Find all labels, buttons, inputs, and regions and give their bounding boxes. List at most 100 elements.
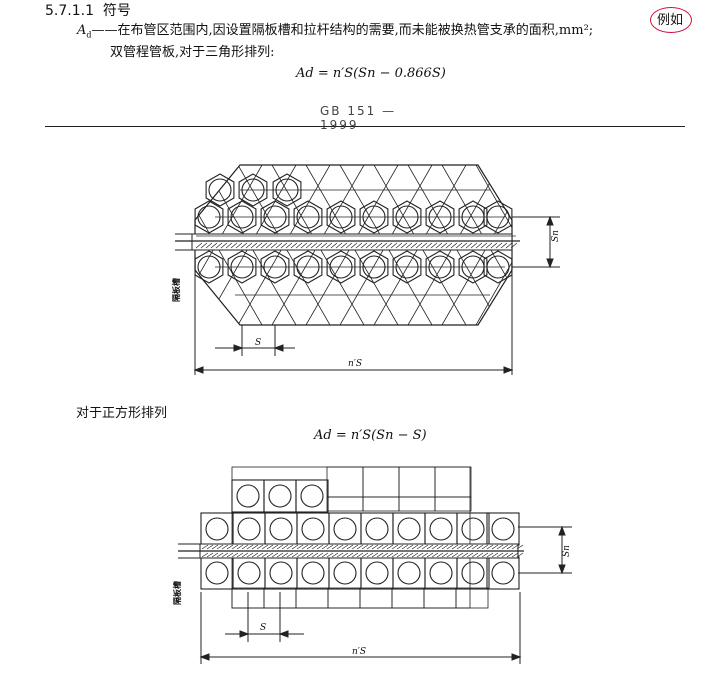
hatch-line [496, 544, 504, 550]
grid-cell [295, 587, 329, 609]
tube-hex [227, 200, 257, 234]
hatch-line [350, 242, 358, 249]
hatch-line [451, 552, 459, 558]
hatch-line [221, 552, 229, 558]
hatch-line [316, 544, 324, 550]
hatch-line [246, 544, 254, 550]
hatch-line [266, 552, 274, 558]
tube-circle [329, 205, 353, 229]
hatch-line [441, 552, 449, 558]
hatch-line [331, 544, 339, 550]
square-label-sn: Sn [562, 545, 572, 557]
tube-hex [293, 200, 323, 234]
hatch-line [281, 552, 289, 558]
hatch-line [275, 242, 283, 249]
hatch-line [450, 242, 458, 249]
hatch-line [361, 544, 369, 550]
hatch-line [401, 552, 409, 558]
hatch-line [206, 544, 214, 550]
section-title: 符号 [102, 3, 131, 19]
hatch-line [336, 552, 344, 558]
tube-circle [205, 517, 229, 541]
hatch-line [241, 552, 249, 558]
hatch-line [351, 544, 359, 550]
hatch-line [425, 242, 433, 249]
hatch-line [495, 242, 503, 249]
tube-hex [483, 200, 513, 234]
hatch-line [240, 242, 248, 249]
hatch-line [481, 544, 489, 550]
hatch-line [280, 242, 288, 249]
hatch-line [371, 544, 379, 550]
hatch-line [310, 242, 318, 249]
hatch-line [511, 552, 519, 558]
hatch-line [346, 544, 354, 550]
hatch-line [291, 552, 299, 558]
tube-circle [486, 205, 510, 229]
hatch-line [381, 544, 389, 550]
hatch-line [396, 544, 404, 550]
hatch-line [226, 544, 234, 550]
hatch-line [305, 242, 313, 249]
hatch-line [435, 242, 443, 249]
hatch-line [445, 242, 453, 249]
tube-circle [461, 517, 485, 541]
grid-cell [326, 496, 364, 512]
tube-circle [362, 205, 386, 229]
formula-triangle: Ad = n′S(Sn − 0.866S) [296, 66, 446, 81]
tube-hex [205, 173, 235, 207]
hatch-line [460, 242, 468, 249]
triangle-arrangement-figure [175, 164, 560, 375]
hatch-line [336, 544, 344, 550]
square-side-label: 隔板槽 [173, 581, 182, 605]
hatch-line [256, 552, 264, 558]
tube-hex [293, 250, 323, 284]
hatch-line [296, 544, 304, 550]
hatch-line [390, 242, 398, 249]
hatch-line [416, 544, 424, 550]
hatch-line [395, 242, 403, 249]
grid-cell [326, 466, 364, 498]
partition-band [191, 233, 513, 251]
hatch-line [381, 552, 389, 558]
hatch-line [491, 552, 499, 558]
tube-circle [241, 178, 265, 202]
hatch-line [466, 544, 474, 550]
hatch-line [510, 242, 518, 249]
hatch-line [470, 242, 478, 249]
tube-circle [205, 561, 229, 585]
hatch-line [430, 242, 438, 249]
hatch-line [270, 242, 278, 249]
hatch-line [446, 544, 454, 550]
hatch-line [251, 552, 259, 558]
hatch-line [500, 242, 508, 249]
hatch-line [375, 242, 383, 249]
hatch-line [301, 552, 309, 558]
hatch-line [471, 544, 479, 550]
hatch-line [316, 552, 324, 558]
hatch-line [411, 544, 419, 550]
hatch-line [346, 552, 354, 558]
definition-subscript: d [86, 30, 92, 40]
hatch-line [465, 242, 473, 249]
grid-line [509, 165, 512, 325]
hatch-line [231, 544, 239, 550]
definition-text: ——在布管区范围内,因设置隔板槽和拉杆结构的需要,而未能被换热管支承的面积,mm… [91, 23, 594, 38]
hatch-line [201, 544, 209, 550]
tube-hex [483, 250, 513, 284]
hatch-line [335, 242, 343, 249]
hatch-line [420, 242, 428, 249]
page-rule [45, 126, 685, 127]
grid-cell [398, 466, 436, 498]
hatch-line [481, 552, 489, 558]
tube-hex [227, 250, 257, 284]
grid-cell [398, 496, 436, 512]
hatch-line [221, 544, 229, 550]
hatch-line [431, 544, 439, 550]
tube-circle [237, 517, 261, 541]
hatch-line [320, 242, 328, 249]
hatch-line [431, 552, 439, 558]
hatch-line [376, 544, 384, 550]
hatch-line [366, 544, 374, 550]
hatch-line [396, 552, 404, 558]
